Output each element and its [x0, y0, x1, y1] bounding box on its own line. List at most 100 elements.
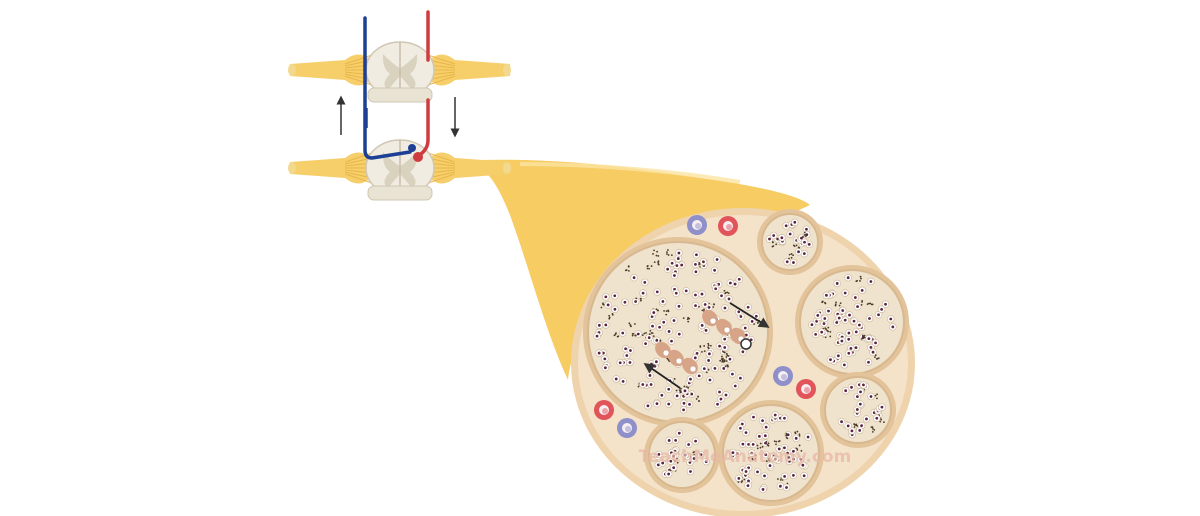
unmyelinated-fibre — [785, 436, 788, 439]
axon — [836, 354, 840, 358]
axon — [735, 452, 739, 455]
unmyelinated-fibre — [790, 256, 793, 259]
unmyelinated-fibre — [794, 432, 797, 435]
axon — [849, 346, 853, 350]
myelinated-axon — [780, 472, 789, 481]
myelinated-axon — [692, 251, 701, 259]
unmyelinated-fibre — [707, 346, 710, 348]
axon — [847, 337, 851, 341]
axon — [884, 302, 887, 306]
unmyelinated-fibre — [737, 481, 740, 483]
myelinated-axon — [855, 426, 864, 435]
myelinated-axon — [749, 413, 758, 421]
unmyelinated-fibre — [855, 280, 858, 283]
axon — [713, 268, 717, 272]
axon — [763, 474, 766, 478]
axon — [772, 234, 776, 237]
axon — [741, 350, 745, 354]
myelinated-axon — [839, 306, 847, 315]
axon — [850, 429, 854, 433]
unmyelinated-fibre — [645, 332, 647, 334]
axon — [720, 294, 723, 298]
unmyelinated-fibre — [766, 443, 769, 446]
unmyelinated-fibre — [871, 427, 874, 430]
unmyelinated-fibre — [788, 257, 790, 260]
unmyelinated-fibre — [649, 330, 652, 332]
unmyelinated-fibre — [803, 231, 806, 234]
axon — [708, 352, 711, 356]
myelinated-axon — [711, 285, 720, 293]
unmyelinated-fibre-cluster — [870, 426, 876, 433]
unmyelinated-fibre — [725, 360, 728, 362]
fascicle — [757, 209, 823, 275]
unmyelinated-fibre — [792, 244, 795, 247]
unmyelinated-fibre-cluster — [723, 289, 730, 295]
schwann-cell-axon — [709, 317, 717, 325]
unmyelinated-fibre — [767, 442, 770, 445]
myelinated-axon — [669, 452, 678, 460]
myelinated-axon — [771, 411, 779, 419]
axon — [880, 307, 884, 311]
unmyelinated-fibre — [825, 328, 828, 331]
unmyelinated-fibre — [754, 458, 757, 460]
unmyelinated-fibre — [683, 385, 686, 388]
unmyelinated-fibre — [765, 440, 768, 443]
axon — [613, 307, 617, 311]
axon — [862, 383, 865, 387]
axon — [700, 292, 704, 296]
unmyelinated-fibre-cluster — [631, 332, 637, 337]
myelinated-axon — [706, 376, 714, 384]
axon — [661, 300, 665, 303]
myelinated-axon — [619, 377, 627, 386]
axon — [869, 395, 873, 398]
myelinated-axon — [728, 370, 737, 378]
unmyelinated-fibre — [657, 309, 659, 312]
unmyelinated-fibre — [875, 357, 878, 360]
axon — [816, 314, 820, 317]
axon — [750, 451, 754, 455]
unmyelinated-fibre-cluster — [635, 297, 642, 303]
axon — [680, 263, 684, 267]
unmyelinated-fibre — [751, 457, 754, 460]
myelinated-axon — [711, 364, 719, 373]
unmyelinated-fibre — [860, 337, 863, 340]
myelinated-axon — [783, 258, 791, 266]
unmyelinated-fibre — [747, 456, 750, 459]
rootlet-line — [344, 75, 373, 86]
unmyelinated-fibre — [703, 350, 706, 353]
axon — [785, 260, 789, 264]
myelinated-axon — [634, 330, 642, 338]
myelinated-axon — [811, 330, 820, 339]
axon — [783, 446, 786, 450]
myelinated-axon — [789, 455, 798, 463]
unmyelinated-fibre — [743, 478, 746, 481]
axon — [746, 484, 750, 488]
unmyelinated-fibre-cluster — [771, 241, 778, 248]
unmyelinated-fibre — [800, 449, 803, 452]
axon — [792, 457, 795, 461]
unmyelinated-fibre-cluster — [624, 265, 630, 272]
myelinated-axon — [673, 392, 681, 400]
unmyelinated-fibre — [834, 304, 837, 307]
axon — [731, 451, 735, 455]
unmyelinated-fibre-cluster — [855, 275, 862, 283]
artery — [796, 379, 816, 399]
axon — [827, 309, 830, 313]
myelinated-axon — [800, 472, 808, 480]
myelinated-axon — [669, 463, 678, 472]
unmyelinated-fibre — [687, 386, 690, 389]
unmyelinated-fibre-cluster — [723, 351, 730, 358]
axon — [692, 457, 696, 460]
myelinated-axon — [601, 355, 609, 363]
unmyelinated-fibre-cluster — [866, 302, 874, 306]
unmyelinated-fibre — [707, 344, 710, 347]
myelinated-axon — [864, 358, 873, 366]
axon — [702, 260, 705, 264]
unmyelinated-fibre — [876, 397, 878, 400]
axon — [632, 276, 636, 280]
axon — [743, 326, 747, 330]
myelinated-axon — [792, 434, 800, 443]
axon — [829, 358, 832, 362]
unmyelinated-fibre — [785, 434, 788, 437]
axon — [867, 360, 870, 364]
